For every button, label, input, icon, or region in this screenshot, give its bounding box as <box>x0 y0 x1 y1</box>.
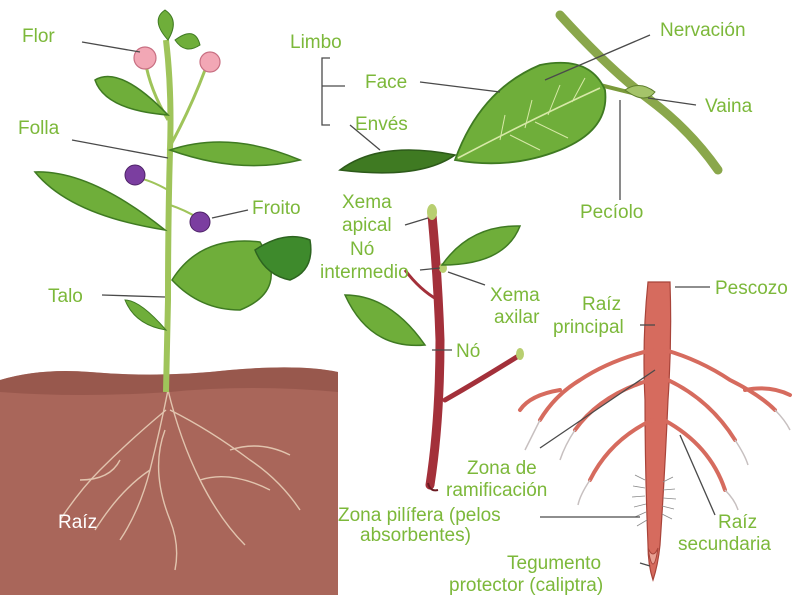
plant-leaves <box>35 10 311 330</box>
label-tegumento-line1: Tegumento <box>507 553 601 574</box>
label-limbo: Limbo <box>290 32 342 53</box>
label-zona-pilifera-line1: Zona pilífera (pelos <box>338 505 501 526</box>
taproot-main <box>644 282 671 580</box>
label-raiz-principal-line1: Raíz <box>582 294 621 315</box>
label-vaina: Vaina <box>705 96 753 117</box>
soil <box>0 367 338 595</box>
label-xema-apical-line1: Xema <box>342 192 392 213</box>
label-zona-ramificacion-line2: ramificación <box>446 480 547 501</box>
label-raiz-principal-line2: principal <box>553 317 624 338</box>
label-no-intermedio-line2: intermedio <box>320 262 409 283</box>
label-raiz: Raíz <box>58 512 97 533</box>
plant-flowers <box>134 47 220 72</box>
label-enves: Envés <box>355 114 408 135</box>
label-tegumento-line2: protector (caliptra) <box>449 575 603 595</box>
label-peciolo: Pecíolo <box>580 202 643 223</box>
label-no-intermedio-line1: Nó <box>350 239 374 260</box>
label-xema-apical-line2: apical <box>342 215 392 236</box>
label-talo: Talo <box>48 286 83 307</box>
label-xema-axilar-line2: axilar <box>494 307 540 328</box>
twig-leaf-upper <box>442 226 520 265</box>
label-nervacion: Nervación <box>660 20 746 41</box>
label-xema-axilar-line1: Xema <box>490 285 540 306</box>
label-folla: Folla <box>18 118 60 139</box>
leaf-underside <box>340 150 455 173</box>
label-raiz-secundaria-line2: secundaria <box>678 534 771 555</box>
label-flor: Flor <box>22 26 55 47</box>
label-no: Nó <box>456 341 480 362</box>
label-face: Face <box>365 72 407 93</box>
label-zona-ramificacion-line1: Zona de <box>467 458 537 479</box>
label-raiz-secundaria-line1: Raíz <box>718 512 757 533</box>
twig-leaf-lower <box>345 295 425 345</box>
plant-stem <box>166 40 171 392</box>
label-zona-pilifera-line2: absorbentes) <box>360 525 471 546</box>
label-froito: Froito <box>252 198 301 219</box>
label-pescozo: Pescozo <box>715 278 788 299</box>
